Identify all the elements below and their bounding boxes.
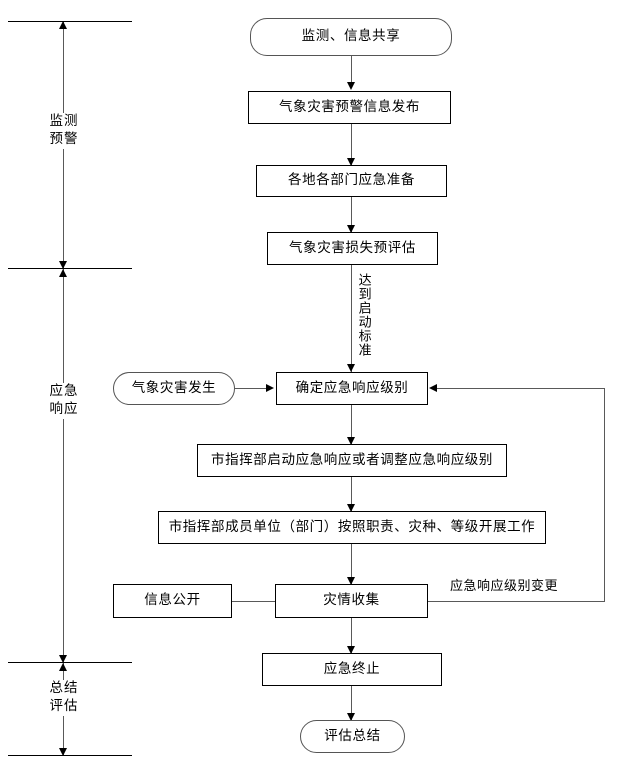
edge-n8-n10-arrowhead [347, 577, 355, 585]
edge-n6-n7-arrowhead [347, 437, 355, 445]
node-label: 监测、信息共享 [301, 28, 401, 45]
node-emergency-termination[interactable]: 应急终止 [262, 653, 442, 686]
phase-arrowhead-response-dn [59, 655, 67, 663]
node-label: 气象灾害预警信息发布 [279, 98, 420, 115]
edge-n10-n9 [232, 601, 275, 602]
edge-n7-n8 [351, 477, 352, 511]
node-local-departments-prep[interactable]: 各地各部门应急准备 [256, 165, 447, 197]
phase-label-response-line1: 应急 [49, 383, 79, 399]
edge-n3-n4-arrowhead [347, 225, 355, 233]
edge-feedback-arrowhead [429, 384, 437, 392]
node-determine-response-level[interactable]: 确定应急响应级别 [276, 372, 428, 405]
phase-divider-bottom [8, 755, 132, 756]
node-loss-pre-assessment[interactable]: 气象灾害损失预评估 [267, 232, 438, 265]
edge-n11-n12-arrowhead [347, 713, 355, 721]
phase-label-monitoring-line2: 预警 [49, 130, 79, 147]
edge-n2-n3-arrowhead [347, 158, 355, 166]
phase-label-summary-line2: 评估 [49, 697, 79, 714]
node-label: 应急终止 [323, 660, 381, 677]
edge-n5-n6-arrowhead [266, 384, 274, 392]
node-information-disclosure[interactable]: 信息公开 [113, 584, 232, 618]
edge-feedback-bottom [428, 601, 605, 602]
node-label: 市指挥部成员单位（部门）按照职责、灾种、等级开展工作 [168, 518, 536, 535]
edge-n10-n11-arrowhead [347, 646, 355, 654]
edge-n3-n4 [351, 197, 352, 232]
node-disaster-occurs[interactable]: 气象灾害发生 [113, 372, 235, 405]
edge-n6-n7 [351, 405, 352, 444]
node-member-units-work[interactable]: 市指挥部成员单位（部门）按照职责、灾种、等级开展工作 [158, 511, 546, 544]
phase-arrowhead-summary-up [59, 663, 67, 671]
node-label: 评估总结 [324, 727, 381, 744]
node-label: 气象灾害损失预评估 [289, 239, 416, 256]
edge-n7-n8-arrowhead [347, 504, 355, 512]
node-label: 灾情收集 [323, 592, 380, 609]
phase-label-monitoring-line1: 监测 [49, 113, 79, 129]
node-monitoring-info-sharing[interactable]: 监测、信息共享 [250, 18, 452, 56]
phase-divider-mid-1 [8, 268, 132, 269]
phase-arrowhead-monitor-up [59, 21, 67, 29]
edge-n1-n2 [351, 56, 352, 88]
phase-arrowhead-summary-dn [59, 748, 67, 756]
edge-n11-n12 [351, 686, 352, 720]
edge-n10-n11 [351, 618, 352, 653]
edge-n1-n2-arrowhead [347, 82, 355, 90]
edge-label-level-change: 应急响应级别变更 [448, 575, 561, 594]
node-label: 市指挥部启动应急响应或者调整应急响应级别 [211, 451, 493, 468]
edge-n5-n6 [235, 388, 268, 389]
edge-n4-n6 [351, 265, 352, 372]
phase-arrowhead-response-up [59, 269, 67, 277]
node-label: 各地各部门应急准备 [288, 172, 415, 189]
edge-label-activation-criteria: 达到启动标准 [355, 273, 371, 357]
node-city-hq-activate-response[interactable]: 市指挥部启动应急响应或者调整应急响应级别 [197, 444, 507, 477]
node-warning-release[interactable]: 气象灾害预警信息发布 [248, 91, 451, 124]
phase-label-summary-line1: 总结 [49, 680, 79, 696]
edge-n4-n6-arrowhead [347, 364, 355, 372]
node-label: 信息公开 [144, 592, 201, 609]
edge-feedback-top [437, 388, 605, 389]
phase-label-response: 应急 响应 [19, 383, 109, 419]
node-disaster-data-collection[interactable]: 灾情收集 [275, 584, 428, 618]
edge-n2-n3 [351, 124, 352, 165]
node-assessment-summary[interactable]: 评估总结 [300, 720, 405, 753]
phase-divider-top [8, 21, 132, 22]
phase-label-monitoring: 监测 预警 [19, 113, 109, 149]
phase-label-response-line2: 响应 [49, 400, 79, 417]
edge-n8-n10 [351, 544, 352, 584]
phase-divider-mid-2 [8, 662, 132, 663]
phase-arrowhead-monitor-dn [59, 261, 67, 269]
edge-feedback-right [604, 388, 605, 602]
phase-label-summary: 总结 评估 [19, 680, 109, 716]
node-label: 气象灾害发生 [131, 379, 217, 396]
node-label: 确定应急响应级别 [295, 379, 409, 396]
phase-axis-response [63, 269, 64, 662]
